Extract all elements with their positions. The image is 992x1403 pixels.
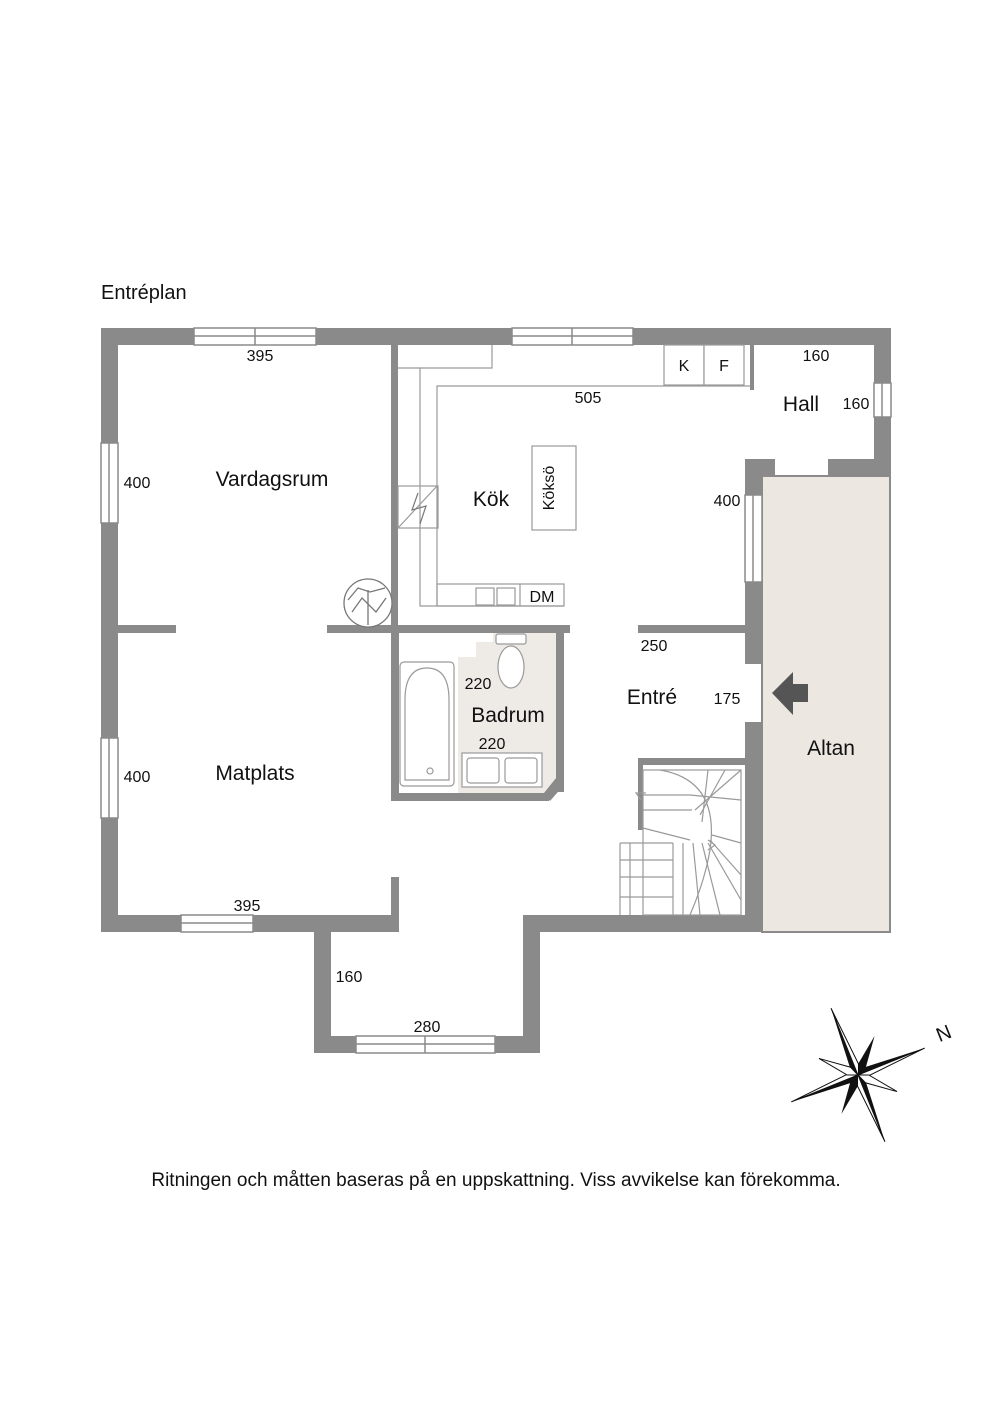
fireplace: [343, 578, 393, 628]
dim-hall-depth: 160: [843, 396, 870, 413]
dim-entre-depth: 175: [714, 691, 741, 708]
dim-matplats-width: 395: [234, 898, 261, 915]
dim-matplats-depth: 400: [124, 769, 151, 786]
kitchen-island-label: Köksö: [541, 466, 558, 511]
dim-bay-width: 280: [414, 1019, 441, 1036]
plan-title: Entréplan: [101, 282, 187, 304]
kitchen-counters: [397, 345, 750, 607]
bathtub: [399, 661, 455, 787]
fridge-freezer: [663, 344, 745, 386]
kitchen-island: [531, 445, 577, 531]
freezer-label: F: [719, 358, 729, 375]
room-label-kok: Kök: [473, 488, 510, 511]
room-label-entre: Entré: [627, 686, 677, 709]
disclaimer-text: Ritningen och måtten baseras på en uppsk…: [151, 1170, 841, 1191]
double-sink: [461, 752, 543, 788]
room-label-altan: Altan: [807, 737, 855, 760]
toilet: [495, 633, 527, 689]
windows: [100, 327, 892, 1054]
dim-bay-depth: 160: [336, 969, 363, 986]
dim-kok-width: 505: [575, 390, 602, 407]
dim-entre-width: 250: [641, 638, 668, 655]
room-label-vardagsrum: Vardagsrum: [216, 468, 329, 491]
dim-badrum-depth: 220: [465, 676, 492, 693]
dishwasher-label: DM: [530, 589, 555, 606]
compass-north-label: N: [933, 1021, 955, 1047]
entrance-arrow[interactable]: [772, 672, 808, 715]
staircase: [619, 769, 742, 916]
dim-vardagsrum-width: 395: [247, 348, 274, 365]
interior-walls: [118, 345, 754, 922]
room-label-badrum: Badrum: [471, 704, 545, 727]
dim-hall-width: 160: [803, 348, 830, 365]
dim-badrum-width: 220: [479, 736, 506, 753]
room-label-hall: Hall: [783, 393, 819, 416]
dim-kok-depth: 400: [714, 493, 741, 510]
fridge-label: K: [679, 358, 690, 375]
dim-vardagsrum-depth: 400: [124, 475, 151, 492]
compass-rose: [791, 1008, 925, 1142]
altan-deck: [761, 475, 891, 933]
room-label-matplats: Matplats: [215, 762, 294, 785]
